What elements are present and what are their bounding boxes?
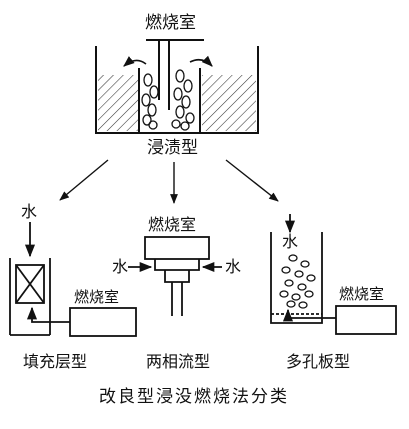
label-water-packed: 水 xyxy=(21,202,38,221)
label-perforated-plate-type: 多孔板型 xyxy=(286,352,351,371)
label-water-two-phase-left: 水 xyxy=(112,257,129,276)
two-phase-unit xyxy=(128,236,222,316)
arrow-to-packed xyxy=(59,159,109,201)
tank-walls xyxy=(95,46,259,134)
label-combustion-chamber-packed: 燃烧室 xyxy=(74,288,120,306)
gas-inlet-pipe-right xyxy=(282,308,336,322)
packing-box xyxy=(15,264,45,304)
liquid-right xyxy=(202,75,256,131)
flow-arrow-left xyxy=(123,56,147,67)
label-combustion-chamber-two-phase: 燃烧室 xyxy=(148,215,197,234)
liquid-left xyxy=(98,75,138,131)
gas-inlet-pipe xyxy=(26,306,70,323)
packed-bed-column xyxy=(9,222,137,337)
label-packed-bed-type: 填充层型 xyxy=(23,352,88,371)
bubbles-perforated xyxy=(279,254,316,309)
column-walls-right xyxy=(270,232,323,324)
packed-combustion-box xyxy=(69,307,137,337)
label-two-phase-flow-type: 两相流型 xyxy=(146,352,211,371)
immersion-tank xyxy=(95,39,259,134)
classification-arrows xyxy=(59,159,279,204)
label-water-two-phase-right: 水 xyxy=(225,257,242,276)
perforated-column xyxy=(270,214,397,335)
arrow-to-perforated xyxy=(225,159,279,202)
label-combustion-chamber-top: 燃烧室 xyxy=(145,13,196,33)
two-phase-combustion-box xyxy=(144,236,210,260)
mixing-head xyxy=(154,259,200,271)
circulation-arrows xyxy=(123,55,213,67)
perforated-combustion-box xyxy=(335,305,397,335)
label-combustion-chamber-perforated: 燃烧室 xyxy=(339,285,385,303)
figure-caption: 改良型浸没燃烧法分类 xyxy=(99,387,289,407)
label-water-perforated: 水 xyxy=(282,232,299,251)
bubbles-immersion xyxy=(141,69,195,131)
label-immersion-type: 浸渍型 xyxy=(147,138,198,158)
nozzle xyxy=(164,270,190,283)
flow-arrow-right xyxy=(189,55,213,67)
